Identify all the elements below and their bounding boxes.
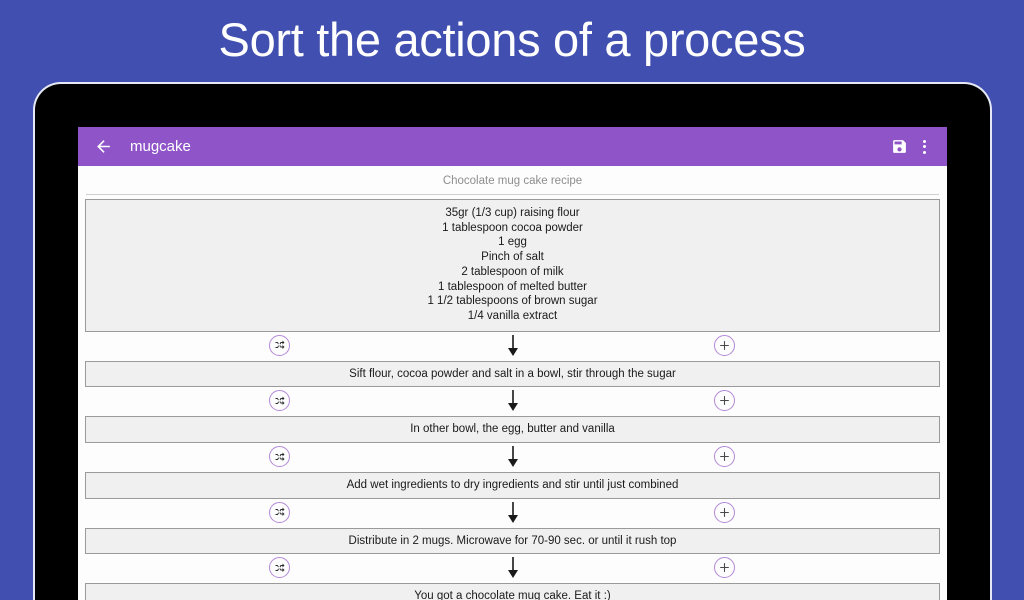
shuffle-icon[interactable] (269, 390, 290, 412)
connector-row (85, 499, 940, 528)
connector-row (85, 332, 940, 361)
shuffle-icon[interactable] (269, 446, 290, 468)
step-card[interactable]: Sift flour, cocoa powder and salt in a b… (85, 360, 940, 388)
arrow-down-icon (505, 556, 521, 580)
add-icon[interactable] (714, 446, 735, 468)
app-bar: mugcake (78, 127, 947, 166)
app-bar-title: mugcake (130, 138, 191, 155)
arrow-down-icon (505, 501, 521, 525)
more-options-icon[interactable] (913, 132, 935, 162)
add-icon[interactable] (714, 557, 735, 579)
arrow-down-icon (505, 334, 521, 358)
connector-row (85, 443, 940, 472)
add-icon[interactable] (714, 334, 735, 356)
ingredient-line: 1/4 vanilla extract (467, 309, 558, 322)
add-icon[interactable] (714, 501, 735, 523)
tablet-screen: mugcake Chocolate mug cake recipe (78, 127, 947, 600)
shuffle-icon[interactable] (269, 557, 290, 579)
overflow-dots (922, 139, 926, 154)
shuffle-icon[interactable] (269, 334, 290, 356)
add-icon[interactable] (714, 390, 735, 412)
ingredient-line: 1 egg (498, 236, 527, 249)
arrow-down-icon (505, 445, 521, 469)
tablet-device-frame: mugcake Chocolate mug cake recipe (35, 84, 990, 600)
ingredient-line: 2 tablespoon of milk (461, 265, 564, 278)
step-card[interactable]: Add wet ingredients to dry ingredients a… (85, 472, 940, 499)
process-editor: Chocolate mug cake recipe 35gr (1/3 cup)… (78, 166, 947, 600)
save-icon[interactable] (885, 132, 913, 162)
step-card[interactable]: You got a chocolate mug cake. Eat it :) (85, 583, 940, 600)
ingredient-line: 1 tablespoon of melted butter (438, 280, 587, 293)
ingredient-line: Pinch of salt (481, 251, 544, 264)
process-title: Chocolate mug cake recipe (86, 166, 939, 195)
arrow-down-icon (505, 389, 521, 413)
ingredient-line: 35gr (1/3 cup) raising flour (445, 207, 580, 219)
ingredient-line: 1 1/2 tablespoons of brown sugar (427, 295, 598, 308)
ingredients-card[interactable]: 35gr (1/3 cup) raising flour 1 tablespoo… (85, 199, 940, 332)
shuffle-icon[interactable] (269, 501, 290, 523)
ingredient-line: 1 tablespoon cocoa powder (442, 221, 583, 234)
connector-row (85, 554, 940, 583)
step-card[interactable]: In other bowl, the egg, butter and vanil… (85, 416, 940, 444)
connector-row (85, 387, 940, 416)
back-arrow-icon[interactable] (88, 132, 118, 162)
promo-headline: Sort the actions of a process (218, 13, 806, 66)
step-card[interactable]: Distribute in 2 mugs. Microwave for 70-9… (85, 527, 940, 555)
